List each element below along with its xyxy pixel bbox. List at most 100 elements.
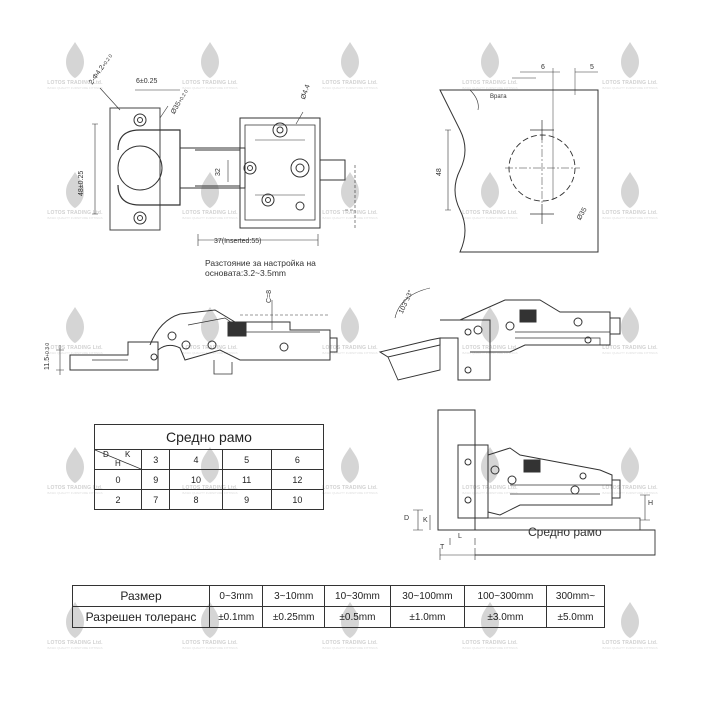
dim-48-label: 48	[436, 168, 443, 176]
watermark-logo: LOTOS TRADING Ltd.BASIC QUALITY FURNITUR…	[30, 170, 120, 220]
watermark-sub: BASIC QUALITY FURNITURE FITTINGS	[462, 491, 518, 495]
watermark-logo: LOTOS TRADING Ltd.BASIC QUALITY FURNITUR…	[585, 600, 675, 650]
dim-h-label: 11.5+0.3 0	[44, 342, 51, 370]
watermark-logo: LOTOS TRADING Ltd.BASIC QUALITY FURNITUR…	[165, 170, 255, 220]
watermark-brand: LOTOS TRADING Ltd.	[182, 80, 238, 86]
size-range-cell: 3~10mm	[262, 585, 325, 607]
base-adjust-note: Разстояние за настройка на основата:3.2~…	[205, 258, 316, 278]
flame-icon	[621, 172, 639, 208]
tolerance-cell: ±5.0mm	[545, 606, 606, 628]
watermark-brand: LOTOS TRADING Ltd.	[462, 640, 518, 646]
dim-6-label: 6	[541, 64, 545, 71]
watermark-brand: LOTOS TRADING Ltd.	[602, 640, 658, 646]
size-range-cell: 10~30mm	[323, 585, 391, 607]
dim-37-label: 37(Inserted:55)	[214, 238, 262, 245]
flame-icon	[341, 172, 359, 208]
flame-icon	[66, 447, 84, 483]
table-row: 2 7 8 9 10	[94, 489, 325, 510]
middle-arm-table: Средно рамо D K H 3 4 5 6 0 9 10 11 12 2…	[94, 424, 325, 510]
table-cell: 10	[169, 469, 223, 490]
diagonal-divider	[95, 450, 141, 469]
hinge-mounted-view	[413, 409, 656, 560]
watermark-sub: BASIC QUALITY FURNITURE FITTINGS	[602, 351, 658, 355]
size-range-cell: 0~3mm	[208, 585, 264, 607]
watermark-logo: LOTOS TRADING Ltd.BASIC QUALITY FURNITUR…	[165, 40, 255, 90]
watermark-brand: LOTOS TRADING Ltd.	[47, 485, 103, 491]
tolerance-cell: ±1.0mm	[389, 606, 465, 628]
watermark-brand: LOTOS TRADING Ltd.	[602, 80, 658, 86]
label-k: K	[423, 517, 428, 524]
table-cell: 12	[270, 469, 325, 490]
label-h: H	[648, 500, 654, 507]
watermark-logo: LOTOS TRADING Ltd.BASIC QUALITY FURNITUR…	[30, 40, 120, 90]
header-d: D	[103, 450, 109, 459]
size-range-cell: 100~300mm	[463, 585, 547, 607]
dim-c-label: C=8	[266, 289, 273, 303]
watermark-brand: LOTOS TRADING Ltd.	[322, 640, 378, 646]
flame-icon	[621, 307, 639, 343]
tolerance-row: Разрешен толеранс ±0.1mm ±0.25mm ±0.5mm …	[72, 606, 606, 628]
header-col: 5	[221, 449, 272, 470]
watermark-logo: LOTOS TRADING Ltd.BASIC QUALITY FURNITUR…	[585, 305, 675, 355]
watermark-brand: LOTOS TRADING Ltd.	[602, 210, 658, 216]
watermark-sub: BASIC QUALITY FURNITURE FITTINGS	[462, 86, 518, 90]
flame-icon	[66, 42, 84, 78]
watermark-logo: LOTOS TRADING Ltd.BASIC QUALITY FURNITUR…	[305, 305, 395, 355]
size-header: Размер	[72, 585, 210, 607]
table-row: 0 9 10 11 12	[94, 469, 325, 490]
watermark-sub: BASIC QUALITY FURNITURE FITTINGS	[322, 351, 378, 355]
watermark-brand: LOTOS TRADING Ltd.	[462, 80, 518, 86]
table-cell: 9	[221, 489, 272, 510]
flame-icon	[481, 172, 499, 208]
watermark-sub: BASIC QUALITY FURNITURE FITTINGS	[47, 491, 103, 495]
watermark-sub: BASIC QUALITY FURNITURE FITTINGS	[322, 86, 378, 90]
drilling-scheme	[439, 68, 599, 253]
watermark-sub: BASIC QUALITY FURNITURE FITTINGS	[602, 491, 658, 495]
watermark-sub: BASIC QUALITY FURNITURE FITTINGS	[602, 216, 658, 220]
size-range-cell: 30~100mm	[389, 585, 465, 607]
watermark-logo: LOTOS TRADING Ltd.BASIC QUALITY FURNITUR…	[445, 40, 535, 90]
hinge-top-view	[92, 87, 356, 246]
header-col: 6	[270, 449, 325, 470]
label-l: L	[458, 533, 462, 540]
watermark-logo: LOTOS TRADING Ltd.BASIC QUALITY FURNITUR…	[585, 445, 675, 495]
label-d: D	[404, 515, 410, 522]
flame-icon	[481, 42, 499, 78]
dim-5-label: 5	[590, 64, 594, 71]
flame-icon	[341, 447, 359, 483]
label-t: T	[440, 544, 445, 551]
dim-height-label: 48±0.25	[78, 170, 85, 196]
watermark-brand: LOTOS TRADING Ltd.	[322, 345, 378, 351]
table-header-row: D K H 3 4 5 6	[94, 449, 325, 470]
flame-icon	[201, 307, 219, 343]
table-title: Средно рамо	[94, 424, 324, 450]
watermark-logo: LOTOS TRADING Ltd.BASIC QUALITY FURNITUR…	[30, 305, 120, 355]
watermark-brand: LOTOS TRADING Ltd.	[47, 345, 103, 351]
table-cell: 8	[169, 489, 223, 510]
watermark-brand: LOTOS TRADING Ltd.	[602, 485, 658, 491]
row-h-cell: 2	[94, 489, 142, 510]
watermark-brand: LOTOS TRADING Ltd.	[182, 210, 238, 216]
flame-icon	[621, 447, 639, 483]
dim-edge-label: 6±0.25	[136, 78, 158, 85]
watermark-brand: LOTOS TRADING Ltd.	[47, 210, 103, 216]
header-dkh-cell: D K H	[94, 449, 142, 470]
watermark-brand: LOTOS TRADING Ltd.	[182, 640, 238, 646]
header-h: H	[115, 459, 121, 468]
watermark-brand: LOTOS TRADING Ltd.	[462, 485, 518, 491]
watermark-logo: LOTOS TRADING Ltd.BASIC QUALITY FURNITUR…	[305, 445, 395, 495]
header-col: 4	[169, 449, 223, 470]
watermark-sub: BASIC QUALITY FURNITURE FITTINGS	[462, 646, 518, 650]
watermark-sub: BASIC QUALITY FURNITURE FITTINGS	[182, 646, 238, 650]
watermark-logo: LOTOS TRADING Ltd.BASIC QUALITY FURNITUR…	[30, 445, 120, 495]
size-range-cell: 300mm~	[545, 585, 606, 607]
header-col: 3	[140, 449, 171, 470]
watermark-brand: LOTOS TRADING Ltd.	[47, 80, 103, 86]
tolerance-table: Размер 0~3mm 3~10mm 10~30mm 30~100mm 100…	[72, 585, 606, 628]
watermark-sub: BASIC QUALITY FURNITURE FITTINGS	[322, 646, 378, 650]
watermark-logo: LOTOS TRADING Ltd.BASIC QUALITY FURNITUR…	[305, 40, 395, 90]
flame-icon	[66, 307, 84, 343]
watermark-sub: BASIC QUALITY FURNITURE FITTINGS	[47, 646, 103, 650]
watermark-sub: BASIC QUALITY FURNITURE FITTINGS	[47, 86, 103, 90]
